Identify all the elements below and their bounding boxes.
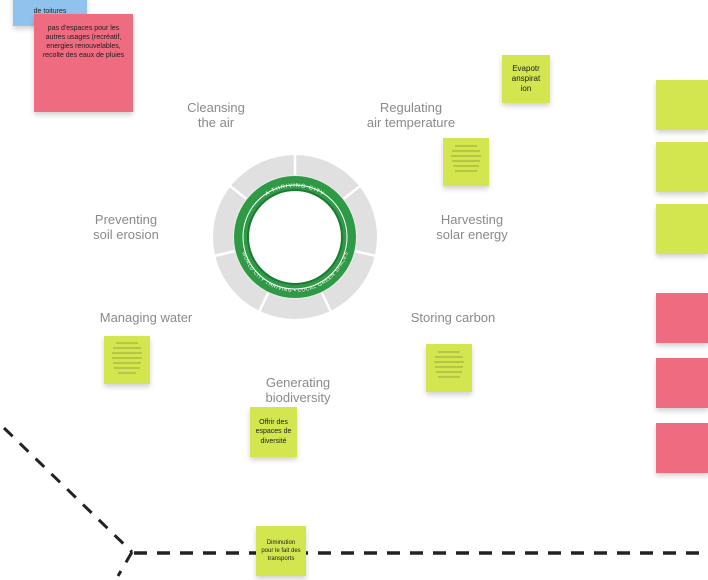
sticky-note-right-lime-3[interactable] (656, 204, 708, 254)
label-regulating-temperature: Regulating air temperature (366, 100, 456, 130)
label-preventing-erosion: Preventing soil erosion (93, 212, 159, 242)
sticky-note-scribble (451, 145, 481, 172)
sticky-note-right-pink-1[interactable] (656, 293, 708, 343)
sticky-note-scribble (112, 342, 142, 374)
sticky-note-scribble (434, 351, 464, 378)
sticky-note-water[interactable] (104, 336, 150, 384)
label-generating-biodiversity: Generating biodiversity (265, 375, 331, 405)
sticky-note-carbon[interactable] (426, 344, 472, 392)
label-storing-carbon: Storing carbon (410, 310, 496, 325)
benefits-wheel: A THRIVING CITY WORLD CITY THRIVING • LO… (213, 154, 377, 319)
sticky-note-right-pink-3[interactable] (656, 423, 708, 473)
sticky-note-text: de toitures (33, 7, 67, 15)
sticky-note-transport[interactable]: Diminution pour le fait des transports (256, 526, 306, 576)
sticky-note-text: pas d'espaces pour les autres usages (re… (42, 25, 125, 60)
sticky-note-text: Diminution pour le fait des transports (261, 539, 301, 563)
sticky-note-right-lime-2[interactable] (656, 142, 708, 192)
sticky-note-evapotranspiration[interactable]: Evapotr anspirat ion (502, 55, 550, 103)
sticky-note-right-pink-2[interactable] (656, 358, 708, 408)
label-cleansing-air: Cleansing the air (187, 100, 245, 130)
sticky-note-pink[interactable]: pas d'espaces pour les autres usages (re… (34, 14, 133, 112)
label-managing-water: Managing water (99, 310, 193, 325)
sticky-note-text: Evapotr anspirat ion (511, 64, 541, 93)
sticky-note-regulating[interactable] (443, 138, 489, 186)
sticky-note-right-lime-1[interactable] (656, 80, 708, 130)
sticky-note-text: Offrir des espaces de diversité (255, 419, 292, 445)
label-harvesting-solar: Harvesting solar energy (436, 212, 508, 242)
sticky-note-biodiversity[interactable]: Offrir des espaces de diversité (250, 407, 297, 457)
